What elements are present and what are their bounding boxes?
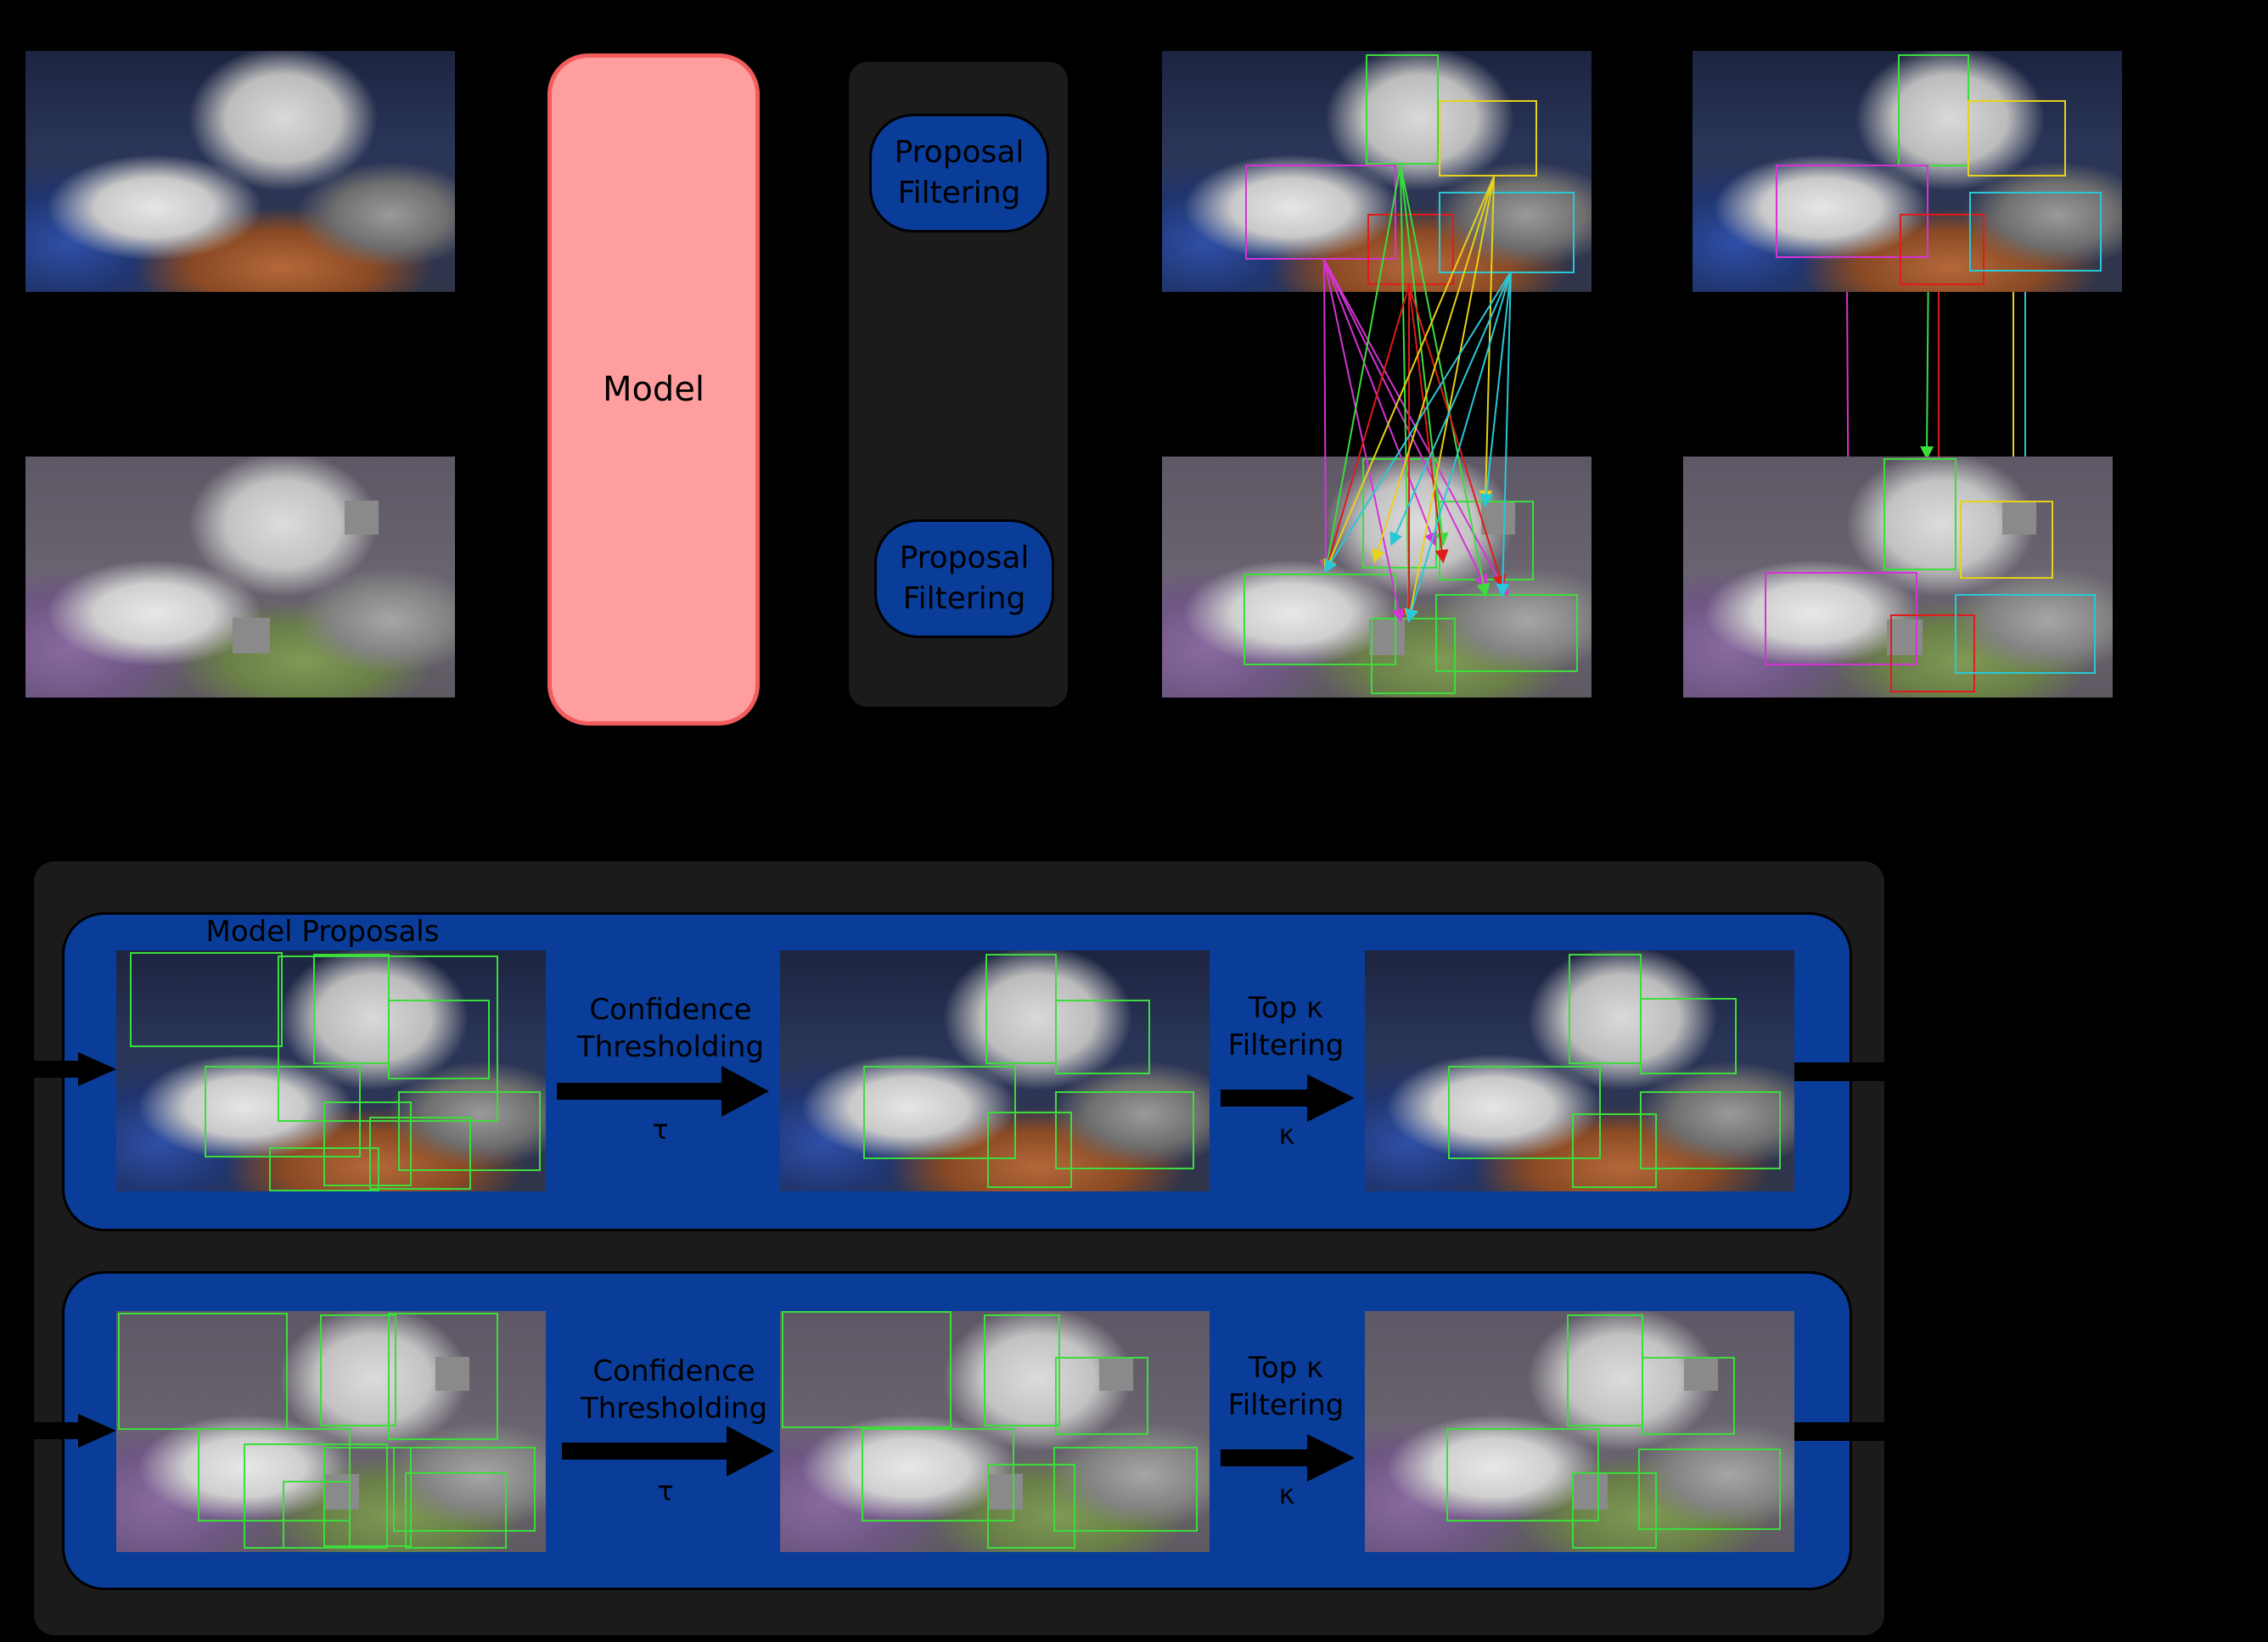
- lane1-topk-label: Top κ Filtering: [1227, 991, 1345, 1062]
- lane1-threshold-arrow: [557, 1066, 769, 1117]
- lane1-input-arrow: [34, 1052, 116, 1086]
- model-block: Model: [547, 53, 760, 726]
- lane2-output-connector: [1794, 1422, 1884, 1441]
- lane2-confidence-label: Confidence Thresholding: [580, 1354, 768, 1426]
- lane2-topk-arrow: [1221, 1434, 1355, 1482]
- occlusion-patch: [233, 618, 270, 653]
- lane2-threshold-arrow: [562, 1426, 774, 1477]
- model-label: Model: [602, 370, 705, 409]
- proposal-filtering-bottom: Proposal Filtering: [874, 519, 1054, 638]
- lane2-input-arrow: [34, 1414, 116, 1448]
- matching-image-original: [1162, 51, 1592, 292]
- lane1-output-connector: [1794, 1062, 1884, 1081]
- lane2-topk-image: [1365, 1311, 1794, 1552]
- occlusion-patch: [345, 501, 379, 535]
- input-image-augmented: [25, 457, 455, 698]
- proposal-filtering-top: Proposal Filtering: [869, 114, 1049, 233]
- lane1-kappa-symbol: κ: [1278, 1118, 1295, 1151]
- lane2-proposals-image: [116, 1311, 546, 1552]
- lane1-proposals-image: [116, 950, 546, 1191]
- lane2-tau-symbol: τ: [657, 1475, 674, 1507]
- matched-image-augmented: [1683, 457, 2113, 698]
- lane1-confidence-label: Confidence Thresholding: [576, 993, 765, 1064]
- lane2-kappa-symbol: κ: [1278, 1478, 1295, 1510]
- lane2-thresholded-image: [780, 1311, 1210, 1552]
- lane1-tau-symbol: τ: [652, 1113, 669, 1146]
- matching-image-augmented: [1162, 457, 1592, 698]
- lane1-topk-image: [1365, 950, 1794, 1191]
- lane2-topk-label: Top κ Filtering: [1227, 1351, 1345, 1422]
- lane1-thresholded-image: [780, 950, 1210, 1191]
- matched-image-original: [1693, 51, 2122, 292]
- lane1-topk-arrow: [1221, 1074, 1355, 1122]
- input-image-original: [25, 51, 455, 292]
- model-proposals-title: Model Proposals: [205, 915, 440, 949]
